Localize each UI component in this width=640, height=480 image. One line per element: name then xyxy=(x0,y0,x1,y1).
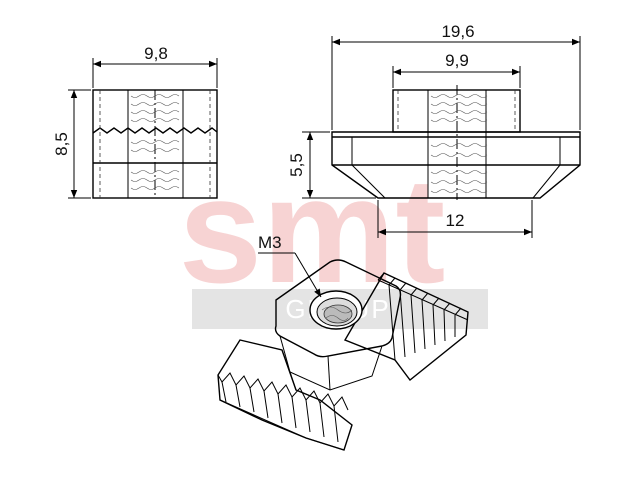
front-height-label: 8,5 xyxy=(52,132,71,156)
front-thread-pattern xyxy=(130,94,180,190)
watermark-logo: smt xyxy=(179,146,446,314)
side-total-width-label: 19,6 xyxy=(441,22,474,41)
thread-label: M3 xyxy=(258,233,282,252)
back-wing xyxy=(343,272,469,381)
isometric-view xyxy=(217,259,469,451)
side-view xyxy=(331,85,581,200)
side-bottom-width-dimension: 12 xyxy=(377,200,533,238)
side-top-width-dimension: 9,9 xyxy=(392,51,521,88)
side-thread-pattern xyxy=(430,94,488,193)
front-view xyxy=(92,89,218,199)
side-top-width-label: 9,9 xyxy=(445,51,469,70)
side-height-dimension: 5,5 xyxy=(287,131,376,199)
thread-callout: M3 xyxy=(258,233,322,298)
threaded-hole xyxy=(309,290,363,330)
front-width-label: 9,8 xyxy=(144,44,168,63)
central-block xyxy=(274,259,402,391)
front-width-dimension: 9,8 xyxy=(92,44,218,88)
front-wing xyxy=(217,339,353,451)
side-total-width-dimension: 19,6 xyxy=(331,22,581,130)
side-bottom-width-label: 12 xyxy=(446,211,465,230)
front-height-dimension: 8,5 xyxy=(52,89,91,199)
side-height-label: 5,5 xyxy=(287,153,306,177)
